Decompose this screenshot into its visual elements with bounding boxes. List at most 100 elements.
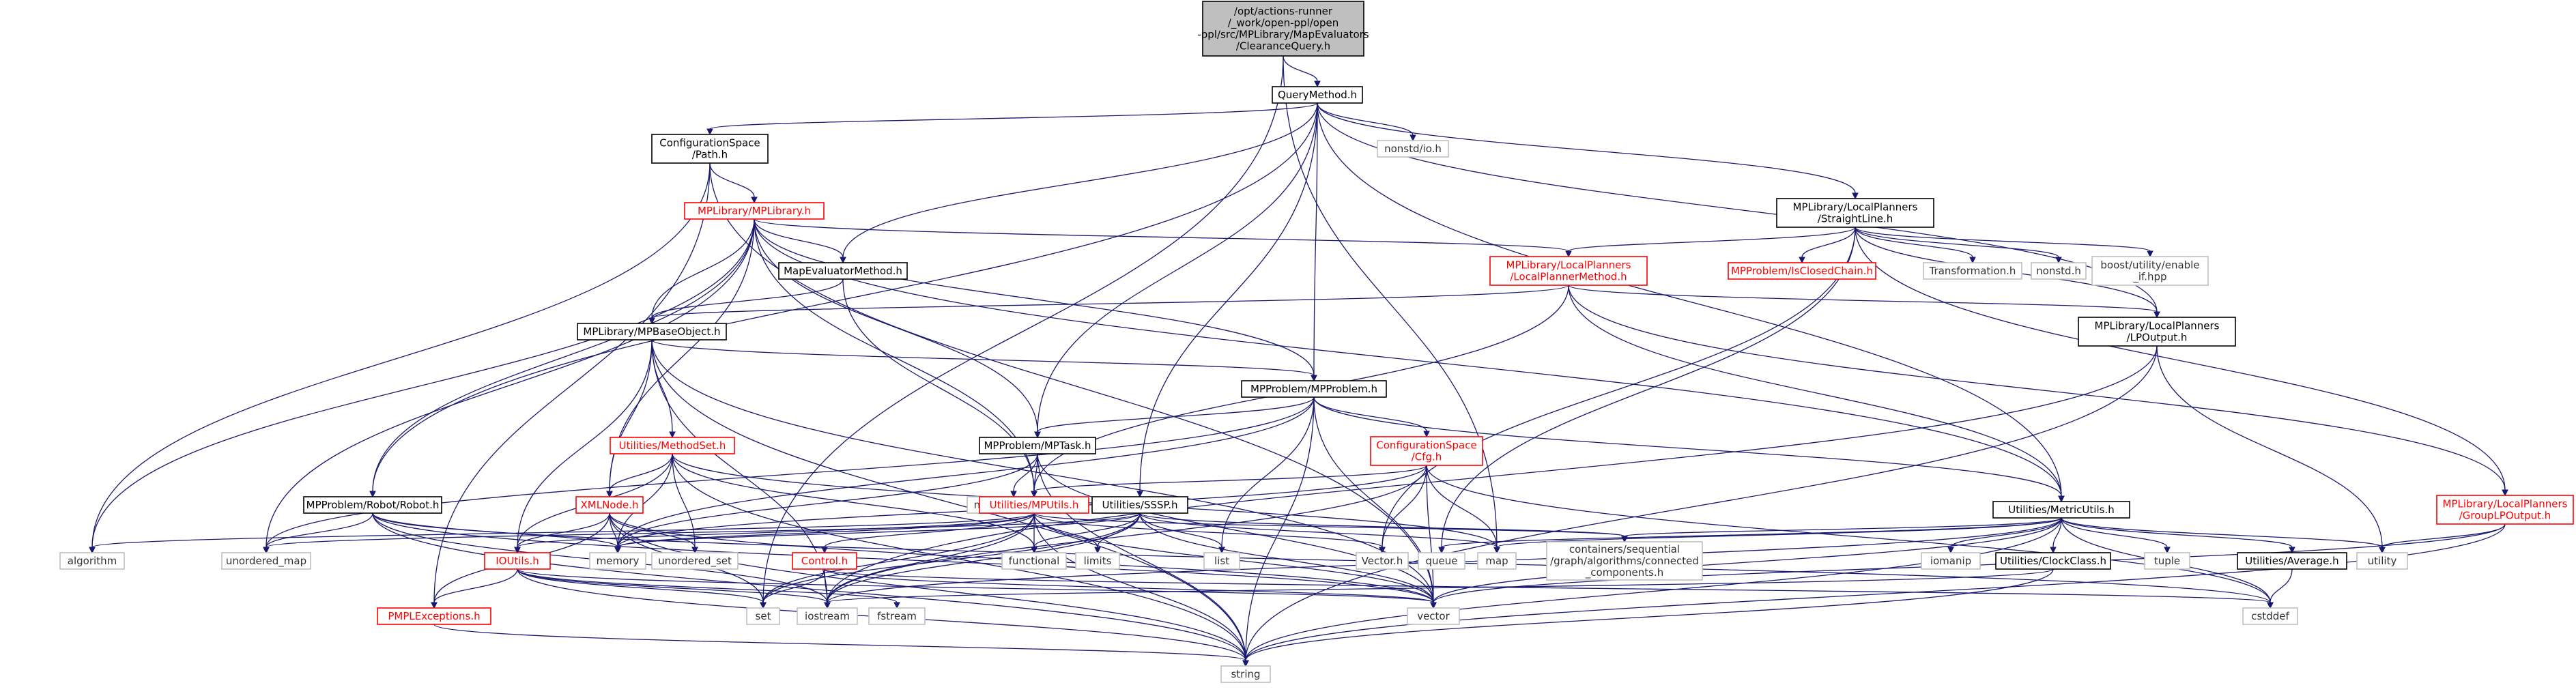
include-edge (372, 512, 621, 554)
node-is-closed-chain[interactable]: MPProblem/IsClosedChain.h (1728, 262, 1876, 280)
node-query-method[interactable]: QueryMethod.h (1272, 86, 1363, 104)
node-label: IOUtils.h (496, 555, 539, 567)
node-label: QueryMethod.h (1278, 89, 1357, 101)
node-connected: containers/sequential/graph/algorithms/c… (1546, 541, 1703, 581)
node-label: /opt/actions-runner (1234, 5, 1333, 18)
include-edge (824, 568, 1437, 609)
node-label: functional (1009, 555, 1060, 567)
include-edge (1317, 102, 1416, 142)
include-edge (614, 512, 1141, 554)
include-edge (1031, 512, 1141, 554)
node-label: Utilities/ClockClass.h (2000, 555, 2106, 567)
node-clearance-query[interactable]: /opt/actions-runner/_work/open-ppl/open-… (1197, 1, 1369, 57)
node-local-planner-method[interactable]: MPLibrary/LocalPlanners/LocalPlannerMeth… (1489, 256, 1648, 286)
node-label: PMPLExceptions.h (388, 610, 480, 622)
node-control[interactable]: Control.h (792, 552, 857, 570)
node-label: Utilities/MPUtils.h (990, 499, 1079, 511)
include-edge (517, 568, 900, 609)
include-edge (1799, 227, 1856, 264)
include-edge (431, 568, 518, 609)
include-edge (1139, 512, 1500, 554)
include-edge (2379, 523, 2506, 554)
node-sssp[interactable]: Utilities/SSSP.h (1091, 496, 1188, 514)
node-average[interactable]: Utilities/Average.h (2237, 552, 2347, 570)
include-edge (648, 285, 1569, 325)
include-edge (369, 102, 1318, 498)
node-label: /LocalPlannerMethod.h (1510, 271, 1627, 283)
include-edge (2061, 517, 2171, 554)
node-nonstd: nonstd.h (2031, 262, 2087, 280)
node-label: nonstd.h (2036, 265, 2081, 277)
include-edge (1033, 512, 1386, 554)
include-edge (1010, 453, 1038, 498)
node-label: /StraightLine.h (1818, 213, 1893, 225)
include-edge (514, 512, 1035, 554)
node-map-evaluator-method[interactable]: MapEvaluatorMethod.h (778, 262, 908, 280)
node-mpbase-object[interactable]: MPLibrary/MPBaseObject.h (577, 323, 727, 340)
node-fstream: fstream (868, 607, 926, 625)
node-mputils[interactable]: Utilities/MPUtils.h (979, 496, 1089, 514)
node-set: set (746, 607, 780, 625)
include-edge (824, 568, 2274, 609)
node-cfg[interactable]: ConfigurationSpace/Cfg.h (1370, 436, 1483, 466)
node-label: Utilities/Average.h (2245, 555, 2338, 567)
node-vector: vector (1407, 607, 1460, 625)
node-nonstdio: nonstd/io.h (1377, 140, 1449, 158)
node-mptask[interactable]: MPProblem/MPTask.h (979, 437, 1096, 454)
node-unordered-set: unordered_set (651, 552, 739, 570)
node-label: unordered_set (658, 555, 732, 568)
include-edge (760, 568, 825, 609)
node-label: set (756, 610, 771, 622)
node-label: Utilities/SSSP.h (1102, 499, 1177, 511)
node-tuple: tuple (2144, 552, 2190, 570)
include-edge (754, 218, 1572, 258)
node-label: Transformation.h (1929, 265, 2016, 277)
node-vector: Vector.h (1356, 552, 1409, 570)
node-limits: limits (1075, 552, 1120, 570)
node-group-lpoutput[interactable]: MPLibrary/LocalPlanners/GroupLPOutput.h (2436, 495, 2574, 525)
include-edge (2267, 568, 2293, 609)
node-utility: utility (2356, 552, 2408, 570)
node-ioutils[interactable]: IOUtils.h (484, 552, 551, 570)
node-label: containers/sequential (1569, 543, 1680, 555)
include-edge (606, 218, 755, 498)
node-label: Vector.h (1362, 555, 1403, 567)
include-edge (1317, 102, 2160, 319)
node-label: Utilities/MethodSet.h (619, 439, 726, 452)
node-map: map (1477, 552, 1517, 570)
include-edge (1139, 512, 1628, 543)
node-label: algorithm (68, 555, 117, 567)
include-edge (263, 512, 373, 554)
node-label: iostream (805, 610, 850, 622)
node-mplibrary[interactable]: MPLibrary/MPLibrary.h (684, 202, 825, 220)
nodes-layer: /opt/actions-runner/_work/open-ppl/open-… (59, 1, 2574, 683)
node-pmplexceptions[interactable]: PMPLExceptions.h (377, 607, 491, 625)
node-label: nonstd/io.h (1384, 143, 1442, 155)
node-cspath[interactable]: ConfigurationSpace/Path.h (651, 134, 769, 164)
node-label: -ppl/src/MPLibrary/MapEvaluators (1197, 29, 1369, 41)
node-label: ConfigurationSpace (659, 137, 760, 149)
node-memory: memory (589, 552, 646, 570)
node-label: MPLibrary/LocalPlanners (2443, 498, 2568, 510)
node-label: memory (597, 555, 640, 567)
node-metric-utils[interactable]: Utilities/MetricUtils.h (1992, 501, 2130, 519)
node-method-set[interactable]: Utilities/MethodSet.h (610, 437, 735, 454)
include-edge (1947, 517, 2062, 554)
node-xmlnode[interactable]: XMLNode.h (575, 496, 644, 514)
node-label: MPLibrary/MPLibrary.h (698, 205, 811, 217)
node-label: cstddef (2251, 610, 2289, 622)
include-edge (1313, 396, 2065, 503)
node-enableif: boost/utility/enable_if.hpp (2091, 256, 2209, 286)
node-label: /LPOutput.h (2127, 332, 2188, 344)
node-label: /Path.h (692, 149, 728, 161)
node-label: map (1485, 555, 1508, 567)
node-straight-line[interactable]: MPLibrary/LocalPlanners/StraightLine.h (1776, 198, 1934, 228)
node-label: boost/utility/enable (2100, 259, 2199, 272)
node-mpproblem[interactable]: MPProblem/MPProblem.h (1241, 380, 1387, 398)
node-label: MPLibrary/LocalPlanners (1793, 201, 1918, 214)
node-lpoutput[interactable]: MPLibrary/LocalPlanners/LPOutput.h (2078, 317, 2236, 347)
include-edge (1568, 285, 2065, 503)
node-clock-class[interactable]: Utilities/ClockClass.h (1995, 552, 2111, 570)
node-robot[interactable]: MPProblem/Robot/Robot.h (303, 496, 442, 514)
